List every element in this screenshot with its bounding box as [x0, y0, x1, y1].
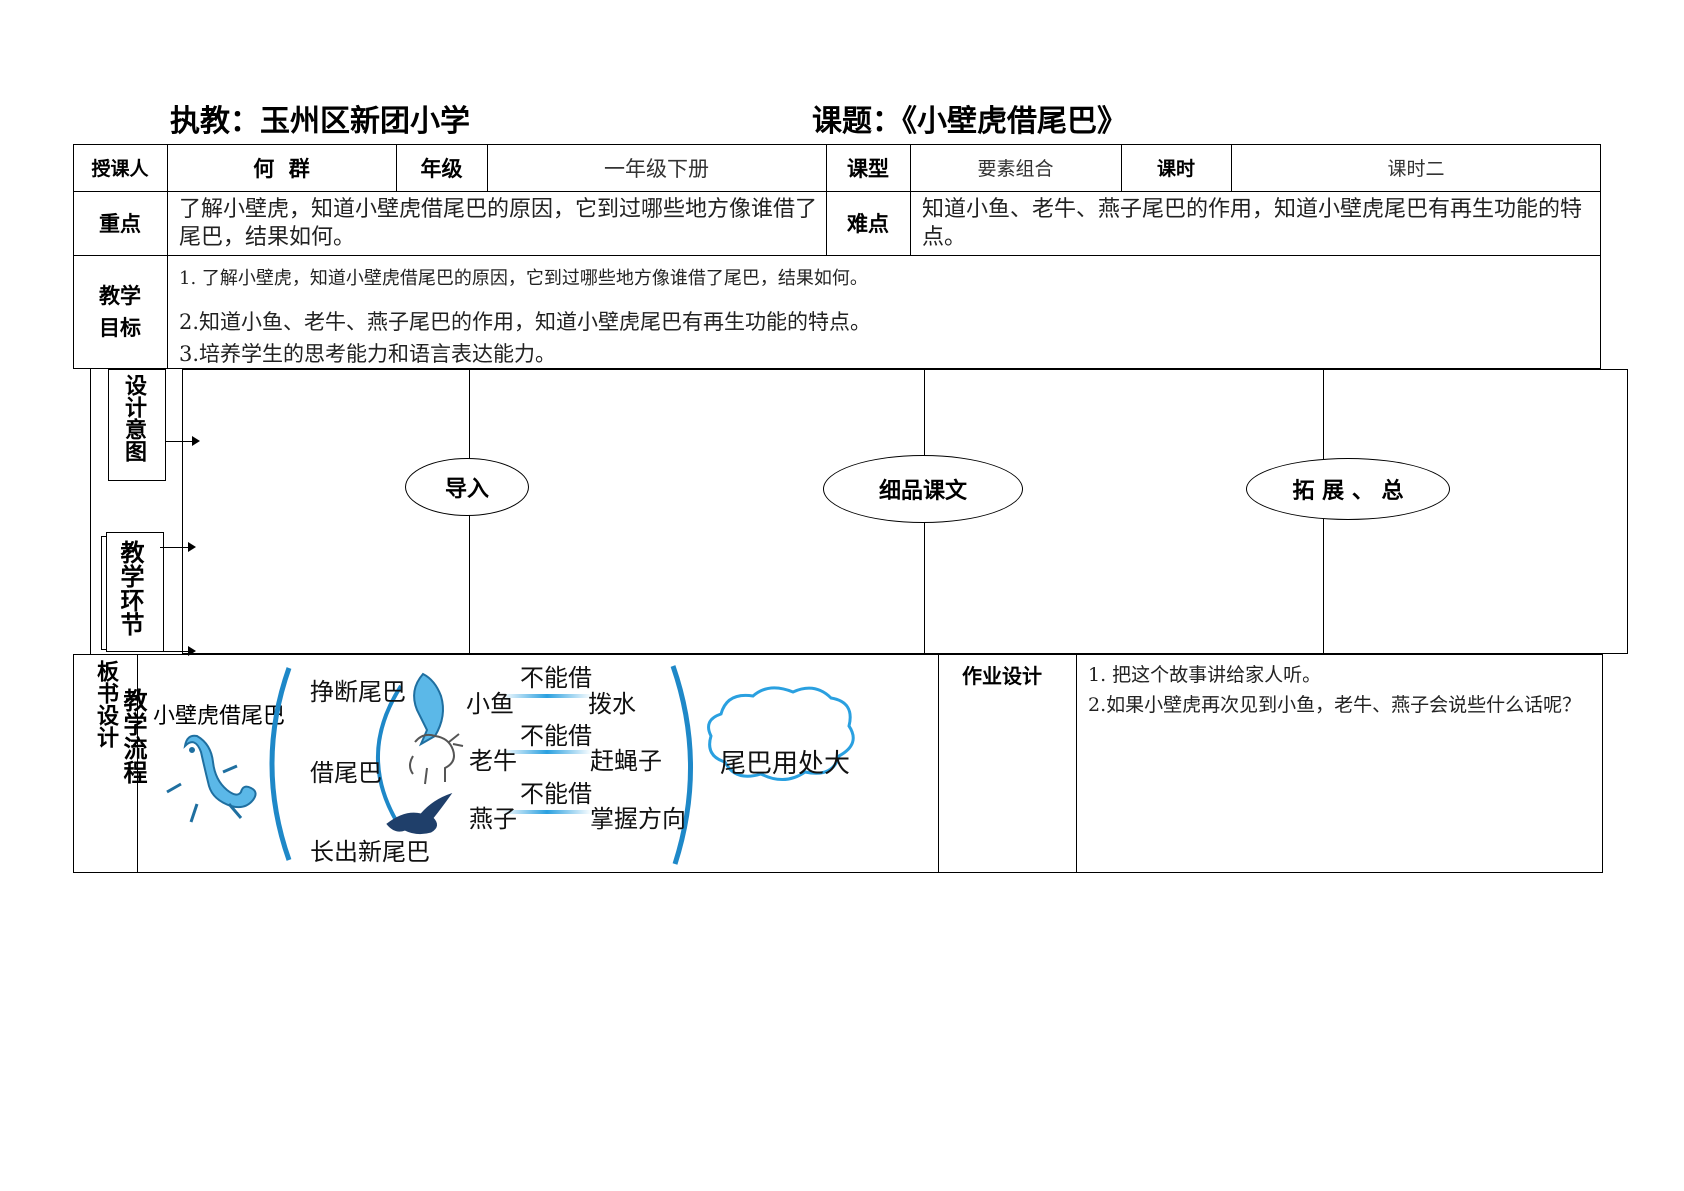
design-intent-box	[108, 369, 166, 481]
stage-read-text: 细品课文	[823, 455, 1023, 523]
arrow-head-icon	[188, 646, 196, 656]
design-intent-label: 设计意图	[121, 374, 146, 462]
stage-extend-summary: 拓 展 、 总	[1246, 458, 1450, 520]
grade-value: 一年级下册	[604, 156, 709, 181]
arrow-head-icon	[188, 542, 196, 552]
swallow-icon	[386, 793, 453, 835]
board-left-item: 借尾巴	[310, 759, 382, 787]
homework-item: 2.如果小壁虎再次见到小鱼，老牛、燕子会说些什么话呢？	[1088, 694, 1582, 716]
difficulty-label: 难点	[847, 212, 889, 236]
period-value: 课时二	[1387, 158, 1445, 180]
animal-name: 小鱼	[466, 690, 514, 718]
board-design-label: 板书设计	[93, 660, 118, 748]
objectives-label: 教学目标	[99, 284, 141, 340]
instructor-value: 何 群	[253, 156, 310, 181]
teaching-steps-box	[106, 532, 164, 652]
animal-use: 赶蝇子	[590, 747, 662, 775]
key-point-label: 重点	[99, 212, 141, 236]
flow-side-label: 教学流程	[119, 688, 147, 784]
board-conclusion: 尾巴用处大	[720, 749, 851, 779]
period-label: 课时	[1156, 158, 1195, 180]
lesson-title: 课题：《小壁虎借尾巴》	[812, 104, 1127, 139]
fish-icon	[413, 672, 444, 747]
gecko-icon	[166, 734, 257, 823]
animal-name: 老牛	[469, 747, 517, 775]
animal-result: 不能借	[520, 664, 592, 692]
grade-label: 年级	[420, 156, 463, 181]
board-title: 小壁虎借尾巴	[153, 704, 286, 729]
homework-item: 1. 把这个故事讲给家人听。	[1088, 664, 1322, 686]
ox-icon	[409, 733, 464, 785]
objective-item: 2.知道小鱼、老牛、燕子尾巴的作用，知道小壁虎尾巴有再生功能的特点。	[179, 310, 872, 334]
animal-name: 燕子	[469, 805, 517, 833]
info-table-frame	[73, 144, 1601, 369]
animal-use: 拨水	[588, 690, 636, 718]
type-label: 课型	[847, 156, 889, 181]
board-illustration	[166, 665, 855, 865]
teacher-header: 执教：玉州区新团小学	[170, 104, 470, 139]
teaching-steps-label: 教学环节	[116, 540, 144, 636]
animal-result: 不能借	[520, 780, 592, 808]
difficulty-text: 知道小鱼、老牛、燕子尾巴的作用，知道小壁虎尾巴有再生功能的特点。	[922, 197, 1583, 250]
stage-intro: 导入	[405, 458, 529, 516]
objective-item: 1. 了解小壁虎，知道小壁虎借尾巴的原因，它到过哪些地方像谁借了尾巴，结果如何。	[179, 268, 868, 289]
key-point-text: 了解小壁虎，知道小壁虎借尾巴的原因，它到过哪些地方像谁借了尾巴，结果如何。	[179, 197, 818, 250]
cloud-icon	[707, 686, 855, 781]
arrow-head-icon	[192, 436, 200, 446]
board-left-item: 长出新尾巴	[310, 838, 430, 866]
board-left-item: 挣断尾巴	[310, 678, 406, 706]
board-table-frame	[73, 654, 1603, 873]
animal-use: 掌握方向	[590, 805, 686, 833]
objective-item: 3.培养学生的思考能力和语言表达能力。	[179, 342, 557, 366]
type-value: 要素组合	[977, 158, 1054, 180]
instructor-label: 授课人	[91, 158, 149, 180]
homework-label: 作业设计	[962, 664, 1042, 688]
flow-frame	[182, 369, 1628, 654]
animal-result: 不能借	[520, 722, 592, 750]
